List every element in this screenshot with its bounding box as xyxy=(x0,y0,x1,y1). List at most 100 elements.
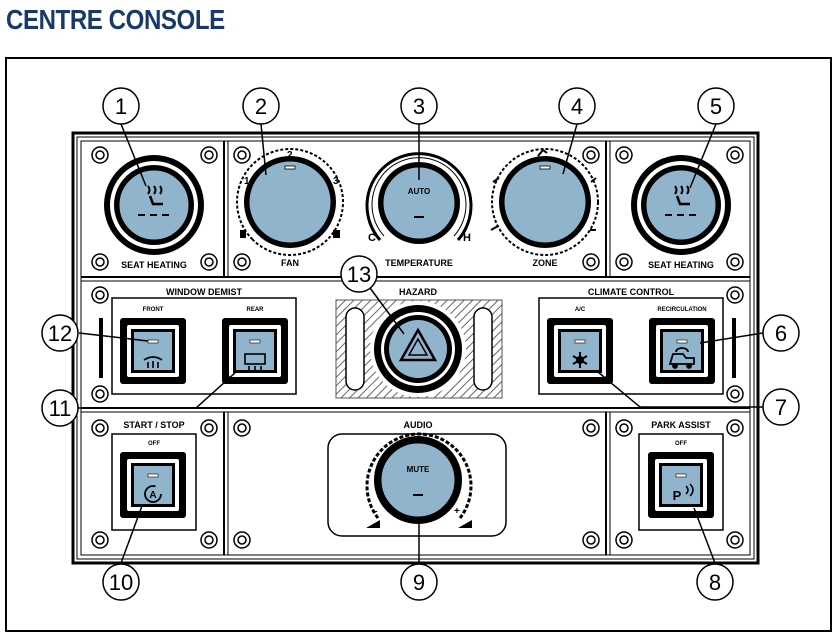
mute-label: MUTE xyxy=(407,465,430,474)
svg-text:P: P xyxy=(673,488,682,503)
volume-low-ramp-icon xyxy=(366,520,380,528)
svg-text:7: 7 xyxy=(775,395,787,420)
temperature-label: TEMPERATURE xyxy=(385,258,453,268)
volume-high-ramp-icon xyxy=(458,520,472,528)
ac-label: A/C xyxy=(575,307,586,313)
screw-icon xyxy=(615,419,633,437)
auto-stop-icon: A xyxy=(144,485,162,503)
recirculation-icon xyxy=(668,347,695,369)
callout-8: 8 xyxy=(696,563,734,601)
start-stop-label: START / STOP xyxy=(123,420,184,430)
ac-button[interactable] xyxy=(547,318,613,384)
start-stop-group xyxy=(111,433,197,531)
climate-control-label: CLIMATE CONTROL xyxy=(588,287,675,297)
callout-1: 1 xyxy=(102,87,140,125)
screw-icon xyxy=(615,146,633,164)
seat-heating-left-knob[interactable] xyxy=(104,155,204,255)
screw-icon xyxy=(91,286,109,304)
callout-10: 10 xyxy=(102,563,140,601)
seat-heater-icon xyxy=(147,185,163,206)
screw-icon xyxy=(726,253,744,271)
screw-icon xyxy=(233,531,251,549)
screw-icon xyxy=(233,419,251,437)
window-demist-group xyxy=(111,297,297,395)
screw-icon xyxy=(233,253,251,271)
side-bar xyxy=(732,318,736,378)
svg-text:2: 2 xyxy=(255,94,267,119)
side-bar xyxy=(99,318,103,378)
screw-icon xyxy=(200,419,218,437)
seat-heating-right-knob[interactable] xyxy=(631,155,731,255)
front-label: FRONT xyxy=(143,307,164,313)
hazard-triangle-icon xyxy=(398,327,438,362)
page-title: CENTRE CONSOLE xyxy=(6,4,225,35)
front-demist-button[interactable] xyxy=(120,318,186,384)
zone-knob[interactable] xyxy=(491,148,599,256)
park-assist-group xyxy=(638,433,724,531)
screw-icon xyxy=(615,253,633,271)
callout-6: 6 xyxy=(762,314,800,352)
fan-label: FAN xyxy=(281,258,299,268)
diagram-frame xyxy=(5,57,832,632)
park-assist-button[interactable]: P xyxy=(648,452,714,518)
screw-icon xyxy=(582,419,600,437)
screw-icon xyxy=(200,531,218,549)
screw-icon xyxy=(582,253,600,271)
screw-icon xyxy=(726,531,744,549)
fan-max-icon xyxy=(333,230,340,238)
callout-4: 4 xyxy=(558,87,596,125)
svg-text:1: 1 xyxy=(115,94,127,119)
callout-9: 9 xyxy=(400,563,438,601)
recirculation-button[interactable] xyxy=(649,318,715,384)
audio-label: AUDIO xyxy=(404,420,433,430)
screw-icon xyxy=(726,385,744,403)
svg-text:12: 12 xyxy=(48,321,72,346)
hazard-label: HAZARD xyxy=(399,287,437,297)
fan-scale-2: 2 xyxy=(287,150,293,161)
screw-icon xyxy=(91,253,109,271)
screw-icon xyxy=(233,146,251,164)
temp-hot-label: H xyxy=(463,232,471,244)
svg-text:11: 11 xyxy=(49,396,72,421)
front-defrost-icon xyxy=(143,356,163,368)
screw-icon xyxy=(726,146,744,164)
screw-icon xyxy=(91,419,109,437)
rear-demist-button[interactable] xyxy=(222,318,288,384)
climate-control-group xyxy=(538,297,724,395)
screw-icon xyxy=(726,419,744,437)
callout-11: 11 xyxy=(41,389,79,427)
volume-plus-label: + xyxy=(454,506,460,517)
screw-icon xyxy=(200,146,218,164)
screw-icon xyxy=(726,286,744,304)
svg-text:A: A xyxy=(149,490,156,501)
zone-mode-icons xyxy=(490,148,597,231)
callout-7: 7 xyxy=(762,388,800,426)
screw-icon xyxy=(200,253,218,271)
start-stop-off-label: OFF xyxy=(148,441,160,447)
park-assist-icon: P xyxy=(673,483,694,503)
volume-knob[interactable] xyxy=(365,432,473,524)
screws xyxy=(91,146,744,549)
svg-text:9: 9 xyxy=(413,570,425,595)
svg-text:4: 4 xyxy=(571,94,583,119)
hazard-button[interactable] xyxy=(335,299,503,399)
screw-icon xyxy=(615,531,633,549)
fan-knob[interactable] xyxy=(215,127,365,277)
screw-icon xyxy=(91,385,109,403)
svg-text:13: 13 xyxy=(347,262,371,287)
zone-label: ZONE xyxy=(532,258,557,268)
console-body xyxy=(71,131,760,565)
screw-icon xyxy=(91,531,109,549)
seat-heating-left-label: SEAT HEATING xyxy=(121,260,187,270)
volume-minus-label: – xyxy=(372,506,378,517)
fan-min-icon xyxy=(240,230,246,238)
window-demist-label: WINDOW DEMIST xyxy=(166,287,242,297)
screw-icon xyxy=(582,146,600,164)
svg-text:6: 6 xyxy=(775,321,787,346)
svg-text:3: 3 xyxy=(413,94,425,119)
start-stop-button[interactable]: A xyxy=(120,452,186,518)
park-assist-off-label: OFF xyxy=(675,441,687,447)
fan-scale-3: 3 xyxy=(333,176,339,187)
fan-scale-1: 1 xyxy=(244,176,250,187)
screw-icon xyxy=(582,531,600,549)
